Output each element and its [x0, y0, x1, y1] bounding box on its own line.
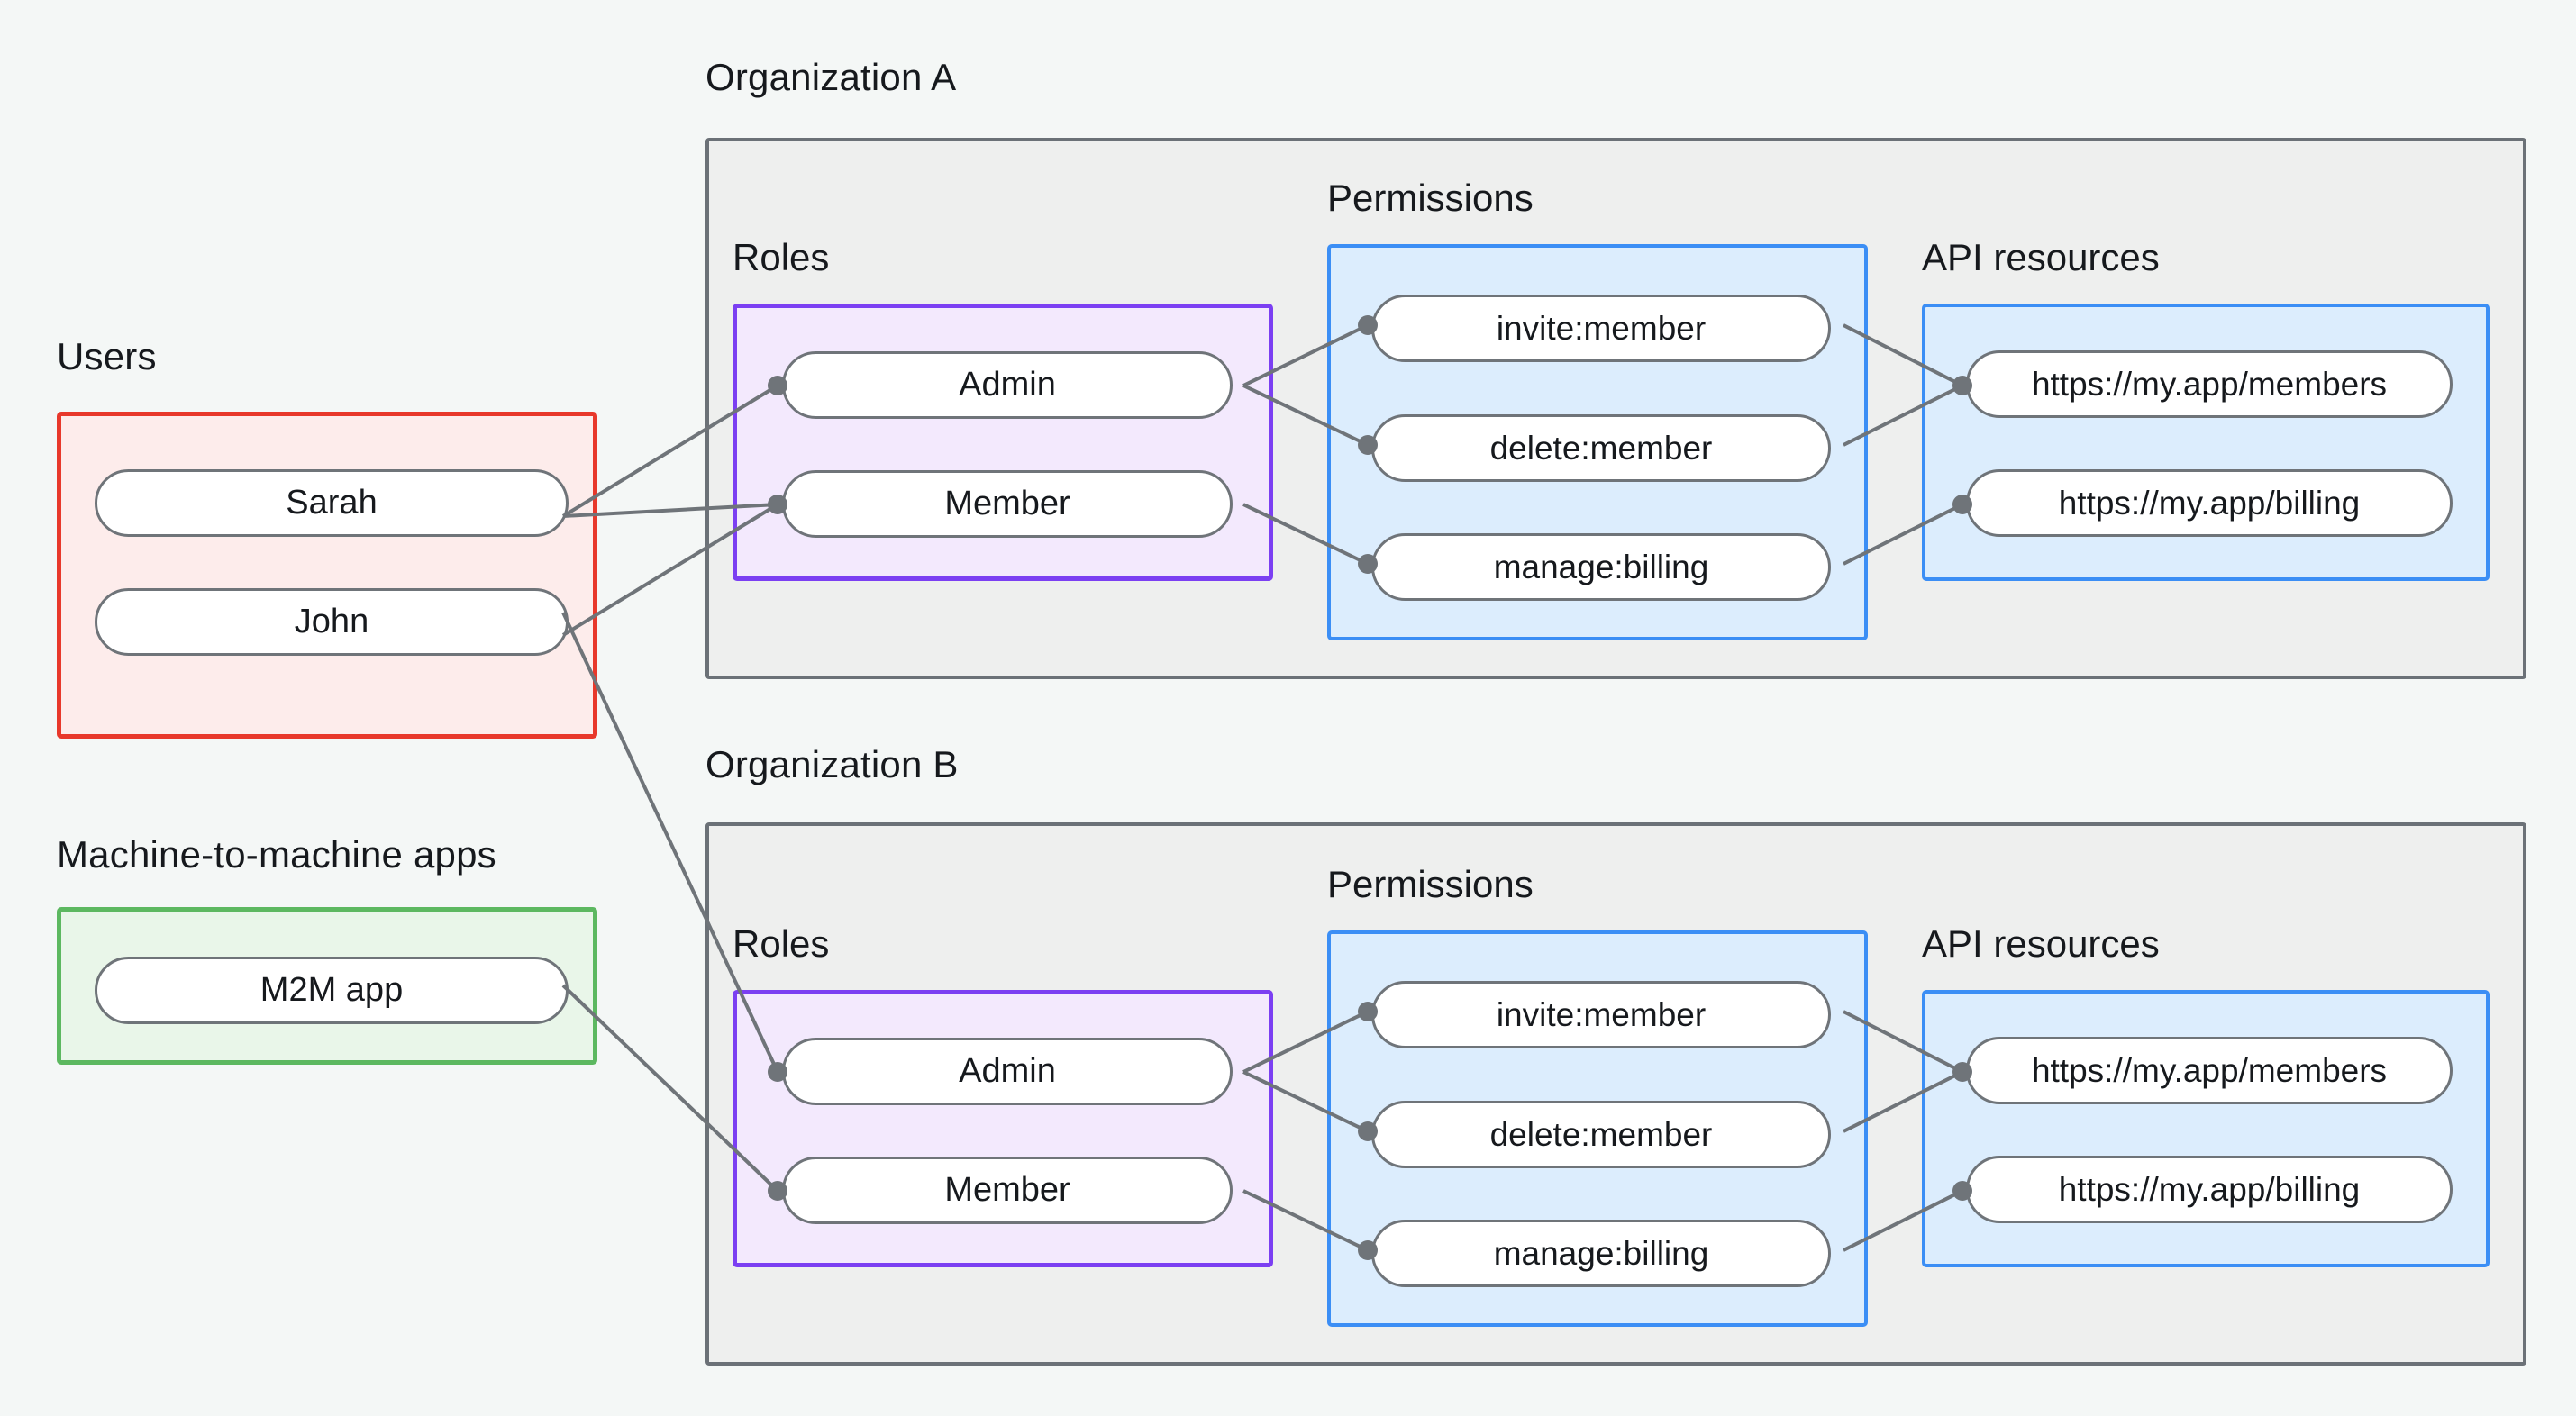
orgA-roles-label: Roles [733, 236, 830, 278]
orgA-permissions-label: Permissions [1327, 177, 1534, 219]
orgA-api-pill-members[interactable]: https://my.app/members [1966, 350, 2453, 418]
orgB-role-pill-member[interactable]: Member [782, 1157, 1233, 1224]
users-group-box: Sarah John [57, 412, 597, 739]
orgA-permission-pill-invite-member[interactable]: invite:member [1371, 295, 1831, 362]
orgB-permissions-label: Permissions [1327, 863, 1534, 905]
orgA-api-resources-box: https://my.app/members https://my.app/bi… [1922, 304, 2490, 581]
orgB-permissions-box: invite:member delete:member manage:billi… [1327, 930, 1868, 1327]
m2m-pill-app[interactable]: M2M app [95, 957, 569, 1024]
organization-a-label: Organization A [705, 56, 957, 98]
users-group-label: Users [57, 335, 157, 377]
user-pill-sarah[interactable]: Sarah [95, 469, 569, 537]
orgA-permissions-box: invite:member delete:member manage:billi… [1327, 244, 1868, 640]
orgA-permission-pill-manage-billing[interactable]: manage:billing [1371, 533, 1831, 601]
orgB-api-resources-label: API resources [1922, 922, 2160, 965]
m2m-group-label: Machine-to-machine apps [57, 833, 496, 876]
orgB-roles-box: Admin Member [733, 990, 1273, 1267]
orgB-permission-pill-manage-billing[interactable]: manage:billing [1371, 1220, 1831, 1287]
m2m-group-box: M2M app [57, 907, 597, 1065]
orgA-role-pill-admin[interactable]: Admin [782, 351, 1233, 419]
orgA-role-pill-member[interactable]: Member [782, 470, 1233, 538]
orgB-permission-pill-invite-member[interactable]: invite:member [1371, 981, 1831, 1048]
orgB-api-pill-members[interactable]: https://my.app/members [1966, 1037, 2453, 1104]
orgB-api-pill-billing[interactable]: https://my.app/billing [1966, 1156, 2453, 1223]
organization-b-label: Organization B [705, 743, 959, 785]
orgA-roles-box: Admin Member [733, 304, 1273, 581]
orgB-permission-pill-delete-member[interactable]: delete:member [1371, 1101, 1831, 1168]
orgA-api-pill-billing[interactable]: https://my.app/billing [1966, 469, 2453, 537]
orgB-roles-label: Roles [733, 922, 830, 965]
orgB-role-pill-admin[interactable]: Admin [782, 1038, 1233, 1105]
orgB-api-resources-box: https://my.app/members https://my.app/bi… [1922, 990, 2490, 1267]
user-pill-john[interactable]: John [95, 588, 569, 656]
orgA-permission-pill-delete-member[interactable]: delete:member [1371, 414, 1831, 482]
orgA-api-resources-label: API resources [1922, 236, 2160, 278]
